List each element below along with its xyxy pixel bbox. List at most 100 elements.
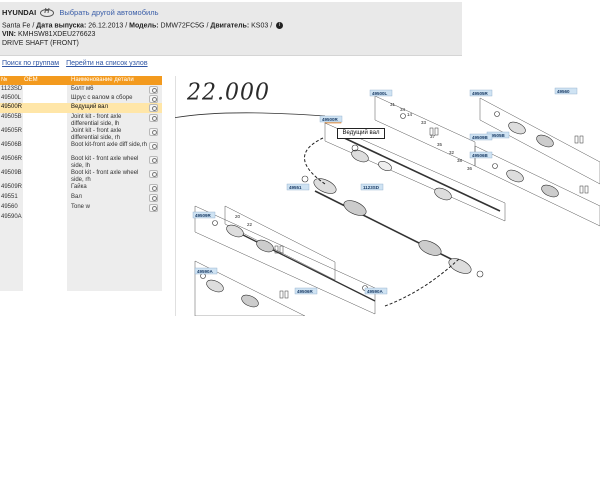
svg-text:49505B: 49505B: [489, 133, 506, 138]
diagram-tag[interactable]: 49506R: [294, 287, 318, 295]
code-column-bg: [0, 85, 23, 291]
view-part-icon[interactable]: [149, 194, 158, 202]
nav-links: Поиск по группам Перейти на список узлов: [2, 60, 153, 67]
view-part-icon[interactable]: [149, 204, 158, 212]
separator: /: [125, 22, 128, 30]
callout-number: 38: [457, 158, 463, 163]
diagram-tag[interactable]: 49500L: [369, 89, 393, 97]
svg-text:49590A: 49590A: [197, 269, 214, 274]
col-code-header: №: [1, 77, 8, 83]
part-code: 49509B: [1, 170, 22, 176]
part-code: 1123SD: [1, 86, 23, 92]
handwritten-price: 22.000: [187, 79, 270, 106]
vehicle-header: HYUNDAI Выбрать другой автомобиль Santa …: [0, 2, 462, 56]
table-row[interactable]: 49590A: [0, 213, 162, 223]
separator: /: [270, 22, 273, 30]
callout-number: 37: [430, 134, 436, 139]
diagram-tag[interactable]: 49509B: [469, 133, 493, 141]
change-car-link[interactable]: Выбрать другой автомобиль: [59, 8, 159, 17]
view-part-icon[interactable]: [149, 128, 158, 136]
view-part-icon[interactable]: [149, 170, 158, 178]
svg-text:49509B: 49509B: [472, 135, 489, 140]
oem-cell: [23, 193, 67, 203]
view-part-icon[interactable]: [149, 114, 158, 122]
part-code: 49505B: [1, 114, 22, 120]
part-code: 49560: [1, 204, 18, 210]
search-groups-link[interactable]: Поиск по группам: [2, 60, 60, 67]
callout-number: 34: [400, 107, 406, 112]
group-title: DRIVE SHAFT (FRONT): [2, 40, 79, 47]
release-date: 26.12.2013: [88, 22, 124, 30]
diagram-tag[interactable]: 49500R: [319, 115, 343, 123]
model-code: DMW72FC5G: [160, 22, 205, 30]
info-icon[interactable]: i: [276, 22, 284, 29]
svg-text:49505R: 49505R: [472, 91, 489, 96]
svg-text:49506B: 49506B: [472, 153, 489, 158]
part-code: 49506B: [1, 142, 22, 148]
callout-number: 32: [449, 150, 455, 155]
part-name: Boot kit-front axle diff side,rh: [71, 142, 147, 148]
oem-cell: [23, 169, 67, 183]
diagram-tag[interactable]: 49590A: [364, 287, 388, 295]
col-name-header: Наименование детали: [71, 77, 134, 83]
svg-text:49551: 49551: [289, 185, 302, 190]
table-row[interactable]: 49560 Tone w: [0, 203, 162, 213]
col-oem-header: OEM: [24, 77, 38, 83]
callout-number: 22: [247, 222, 253, 227]
part-code: 49500L: [1, 95, 22, 101]
part-name: Joint kit - front axle differential side…: [71, 128, 122, 141]
oem-cell: [23, 155, 67, 169]
callout-number: 20: [235, 214, 241, 219]
callout-number: 36: [467, 166, 473, 171]
callout-number: 33: [421, 120, 427, 125]
diagram-tag[interactable]: 49551: [286, 183, 310, 191]
separator: /: [206, 22, 209, 30]
diagram-tag[interactable]: 49505R: [469, 89, 493, 97]
engine-label: Двигатель:: [210, 22, 250, 30]
name-column-bg: [67, 85, 162, 291]
diagram-tag[interactable]: 1123SD: [360, 183, 384, 191]
view-part-icon[interactable]: [149, 86, 158, 94]
svg-text:49500L: 49500L: [372, 91, 388, 96]
callout-number: 31: [390, 102, 396, 107]
view-part-icon[interactable]: [149, 156, 158, 164]
view-part-icon[interactable]: [149, 184, 158, 192]
oem-cell: [23, 94, 67, 103]
oem-cell: [23, 183, 67, 193]
view-part-icon[interactable]: [149, 142, 158, 150]
svg-text:49590A: 49590A: [367, 289, 384, 294]
svg-text:49506R: 49506R: [297, 289, 314, 294]
part-code: 49509R: [1, 184, 23, 190]
oem-cell: [23, 203, 67, 213]
engine-code: KS03: [251, 22, 269, 30]
part-tooltip: Ведущий вал: [337, 128, 385, 139]
part-code: 49500R: [1, 104, 23, 110]
part-name: Tone w: [71, 204, 91, 210]
table-row[interactable]: 49505B Joint kit - front axle differentia…: [0, 113, 162, 127]
release-label: Дата выпуска:: [36, 22, 87, 30]
view-part-icon[interactable]: [149, 104, 158, 112]
part-code: 49506R: [1, 156, 23, 162]
diagram-tag[interactable]: 49560: [554, 87, 578, 95]
view-part-icon[interactable]: [149, 95, 158, 103]
diagram-tag[interactable]: 49506B: [469, 151, 493, 159]
table-row[interactable]: 49506B Boot kit-front axle diff side,rh: [0, 141, 162, 155]
oem-cell: [23, 85, 67, 94]
part-name: Joint kit - front axle differential side…: [71, 114, 122, 127]
diagram-tag[interactable]: 49509R: [192, 211, 216, 219]
to-nodes-link[interactable]: Перейти на список узлов: [66, 60, 148, 67]
table-header: № OEM Наименование детали: [0, 76, 162, 85]
diagram-tag[interactable]: 49590A: [194, 267, 218, 275]
